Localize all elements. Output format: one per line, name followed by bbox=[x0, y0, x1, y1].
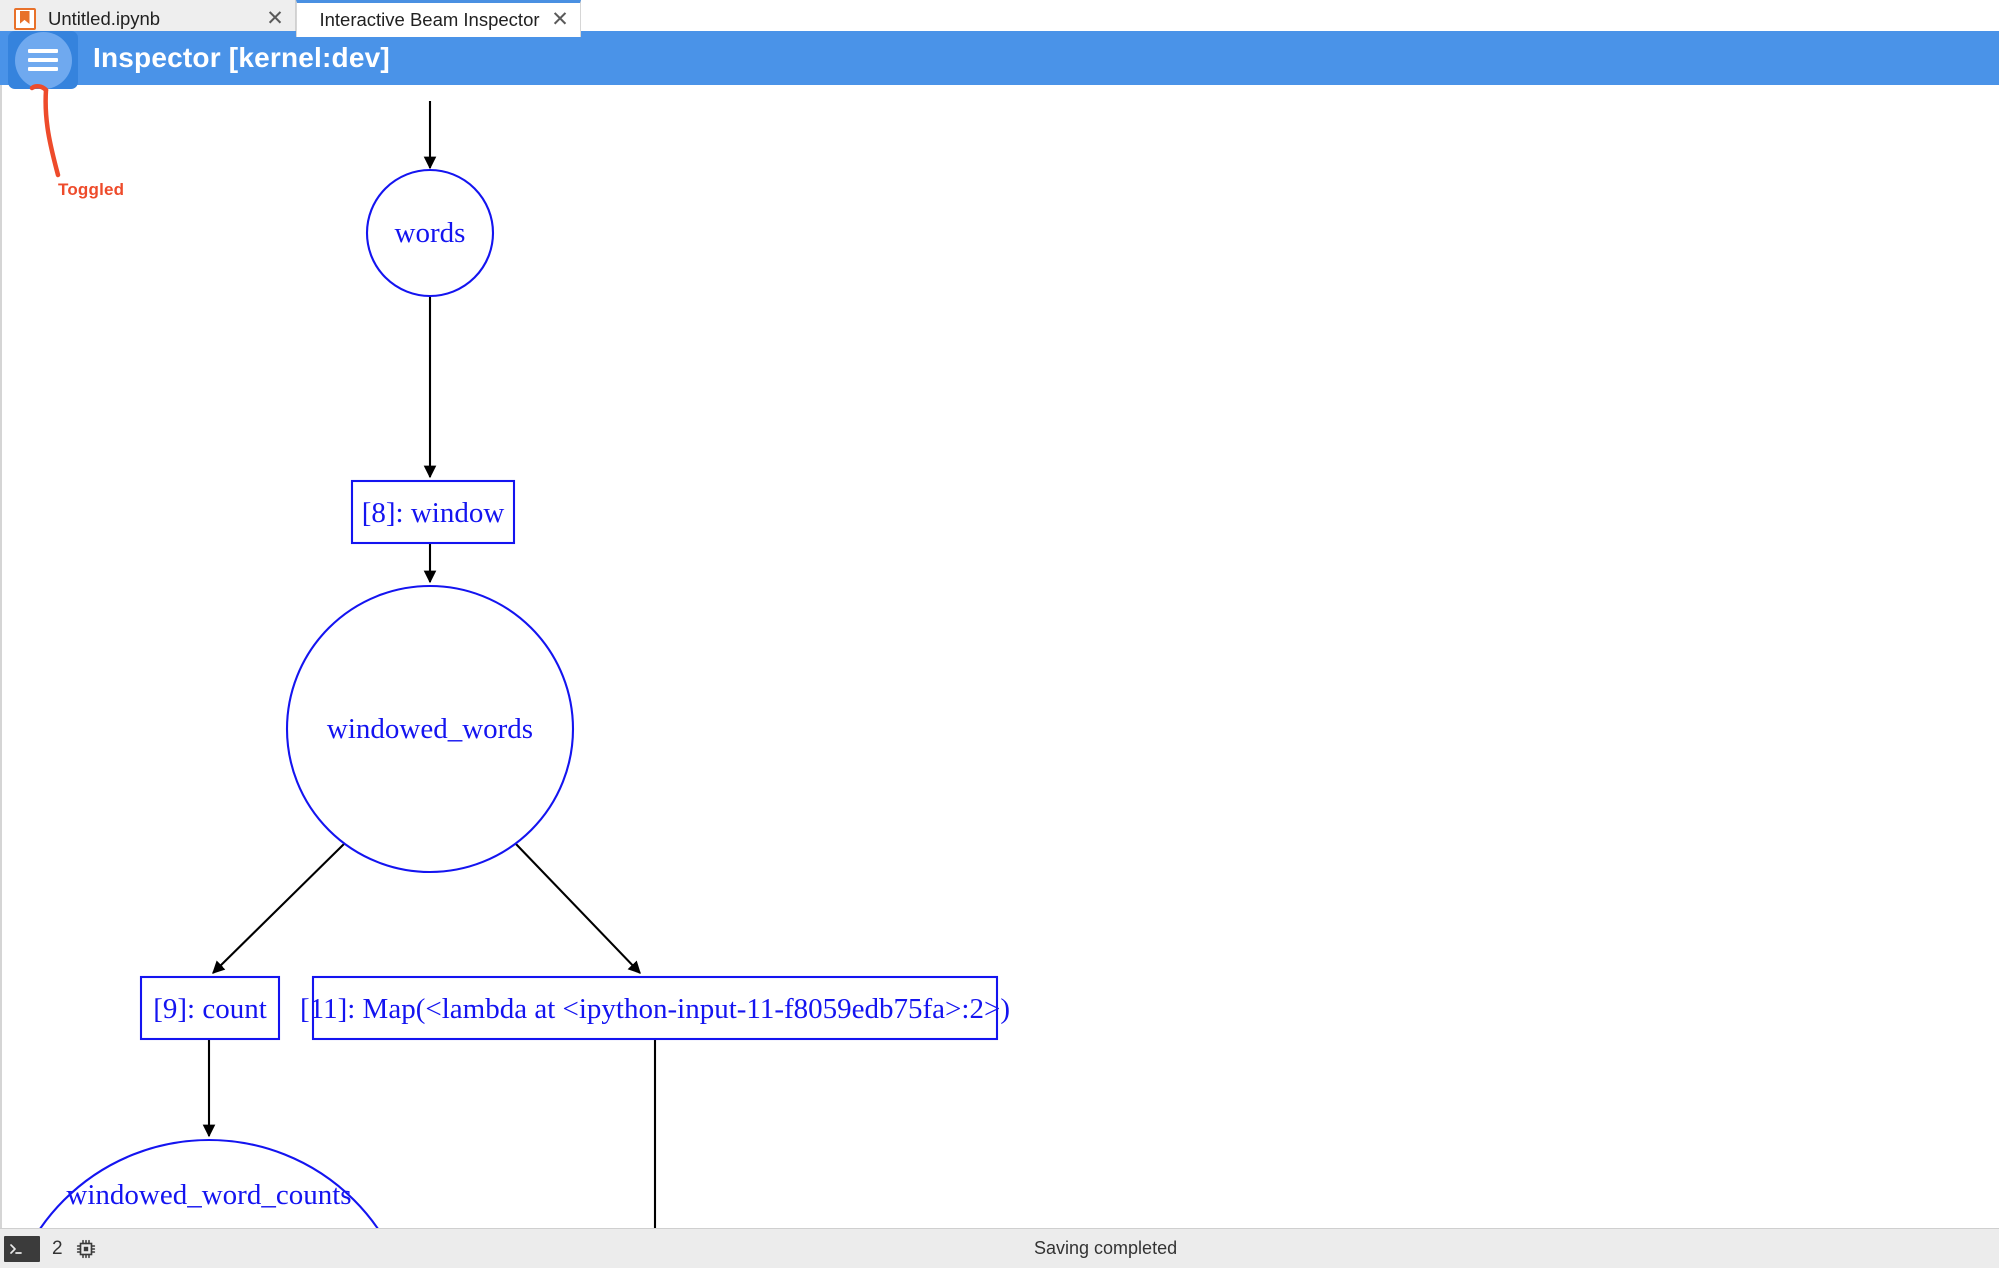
tab-interactive-beam-inspector[interactable]: Interactive Beam Inspector ✕ bbox=[296, 0, 581, 37]
close-icon[interactable]: ✕ bbox=[266, 6, 284, 30]
tab-untitled-ipynb[interactable]: Untitled.ipynb ✕ bbox=[0, 0, 296, 37]
edge-windowed-words-to-map bbox=[514, 842, 641, 974]
status-bar: 2 bbox=[0, 1228, 1999, 1268]
inspector-header: Inspector [kernel:dev] bbox=[0, 31, 1999, 85]
node-shape-box bbox=[350, 479, 516, 545]
graph-node-map[interactable]: [11]: Map(<lambda at <ipython-input-11-f… bbox=[300, 975, 1010, 1041]
tab-label: Untitled.ipynb bbox=[48, 7, 161, 29]
node-shape-box bbox=[139, 975, 281, 1041]
graph-node-count[interactable]: [9]: count bbox=[139, 975, 281, 1041]
tab-label: Interactive Beam Inspector bbox=[319, 9, 540, 30]
graph-canvas[interactable]: words [8]: window windowed_words [9]: co… bbox=[0, 85, 1999, 1228]
node-shape-circle bbox=[39, 1139, 379, 1228]
node-label: windowed_word_counts bbox=[66, 1179, 351, 1211]
terminal-icon[interactable] bbox=[4, 1235, 40, 1262]
hamburger-icon bbox=[14, 31, 72, 89]
node-label: [9]: count bbox=[153, 993, 267, 1025]
node-label: [8]: window bbox=[362, 497, 505, 529]
node-shape-box bbox=[311, 975, 999, 1041]
graph-edges bbox=[202, 101, 657, 1228]
graph-node-window[interactable]: [8]: window bbox=[350, 479, 516, 545]
node-label: words bbox=[395, 217, 466, 249]
node-shape-circle bbox=[365, 168, 495, 298]
notebook-icon bbox=[14, 7, 36, 30]
terminal-count: 2 bbox=[52, 1237, 63, 1259]
edge-windowed-words-to-count bbox=[212, 842, 346, 974]
close-icon[interactable]: ✕ bbox=[551, 8, 569, 31]
status-message: Saving completed bbox=[1034, 1238, 1178, 1258]
hamburger-menu-button[interactable] bbox=[8, 31, 78, 89]
beam-pipeline-graph: words [8]: window windowed_words [9]: co… bbox=[4, 101, 1010, 1228]
tab-strip: Untitled.ipynb ✕ Interactive Beam Inspec… bbox=[0, 0, 581, 37]
page-title: Inspector [kernel:dev] bbox=[93, 42, 390, 73]
node-shape-circle bbox=[285, 584, 575, 874]
graph-node-words[interactable]: words bbox=[365, 168, 495, 298]
annotation-label: Toggled bbox=[58, 180, 125, 199]
status-left-group: 2 bbox=[0, 1235, 97, 1262]
node-label: windowed_words bbox=[327, 713, 533, 745]
cpu-icon[interactable] bbox=[75, 1238, 97, 1260]
graph-node-windowed-words[interactable]: windowed_words bbox=[285, 584, 575, 874]
node-label: [11]: Map(<lambda at <ipython-input-11-f… bbox=[300, 993, 1010, 1025]
graph-node-windowed-word-counts[interactable]: windowed_word_counts bbox=[4, 1139, 414, 1228]
